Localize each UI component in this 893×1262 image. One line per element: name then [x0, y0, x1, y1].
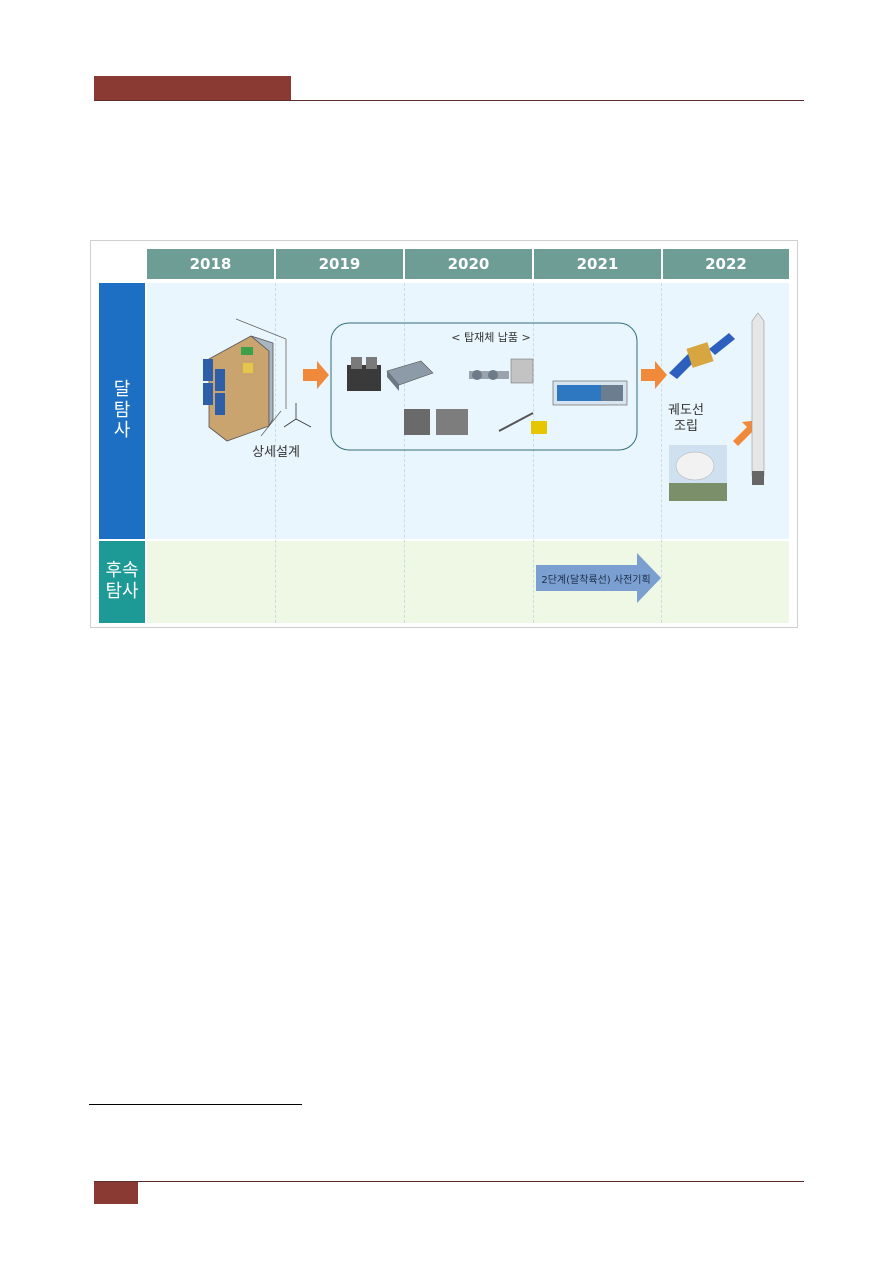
arrow-right-icon — [641, 361, 667, 389]
payload-instrument-illustration — [404, 409, 468, 435]
phase2-planning-arrow — [536, 553, 661, 603]
launch-rocket-illustration — [751, 312, 765, 485]
arrow-right-icon — [303, 361, 329, 389]
row-label-line: 탐사 — [105, 581, 139, 602]
timeline-graphics — [203, 312, 765, 603]
column-divider — [275, 283, 276, 623]
follow-up-exploration-row — [147, 541, 789, 623]
footnote-rule — [89, 1104, 302, 1105]
caption-detailed-design: 상세설계 — [252, 445, 300, 460]
header-rule — [94, 100, 804, 101]
row-label-char: 사 — [113, 420, 131, 442]
row-label-char: 달 — [113, 378, 131, 400]
year-header-2020: 2020 — [405, 249, 532, 279]
footer-accent-block — [94, 1182, 138, 1204]
payload-cube-illustration — [510, 358, 534, 384]
year-header-2018: 2018 — [147, 249, 274, 279]
row-label-lunar-orbiter: 달 탐 사 — [99, 283, 145, 539]
caption-line: 궤도선 — [668, 403, 704, 418]
payload-assembly-illustration — [469, 370, 509, 380]
column-divider — [533, 283, 534, 623]
lunar-exploration-timeline-figure: 2018 2019 2020 2021 2022 달 탐 사 후속 탐사 — [90, 240, 798, 628]
column-divider — [661, 283, 662, 623]
row-label-char: 탐 — [113, 399, 131, 421]
caption-line: 조립 — [674, 419, 698, 435]
satellite-design-illustration — [203, 318, 312, 442]
year-header-2019: 2019 — [276, 249, 403, 279]
row-label-line: 후속 — [105, 560, 139, 582]
year-header-2022: 2022 — [663, 249, 789, 279]
row-label-follow-up: 후속 탐사 — [99, 541, 145, 623]
payload-cylinder-illustration — [552, 380, 628, 406]
ground-antenna-photo — [669, 445, 727, 501]
column-divider — [404, 283, 405, 623]
year-header-2021: 2021 — [534, 249, 661, 279]
header-accent-block — [94, 76, 291, 100]
payload-antenna-illustration — [498, 412, 547, 434]
payload-camera-illustration — [347, 357, 381, 391]
footer-rule — [94, 1181, 804, 1182]
phase2-arrow-label: 2단계(달착륙선) 사전기획 — [541, 575, 651, 586]
orbiter-satellite-illustration — [669, 333, 735, 379]
caption-orbiter-assembly: 궤도선 조립 — [661, 403, 711, 436]
payload-box-illustration — [386, 360, 434, 391]
caption-payload-delivery: < 탑재체 납품 > — [451, 331, 531, 344]
